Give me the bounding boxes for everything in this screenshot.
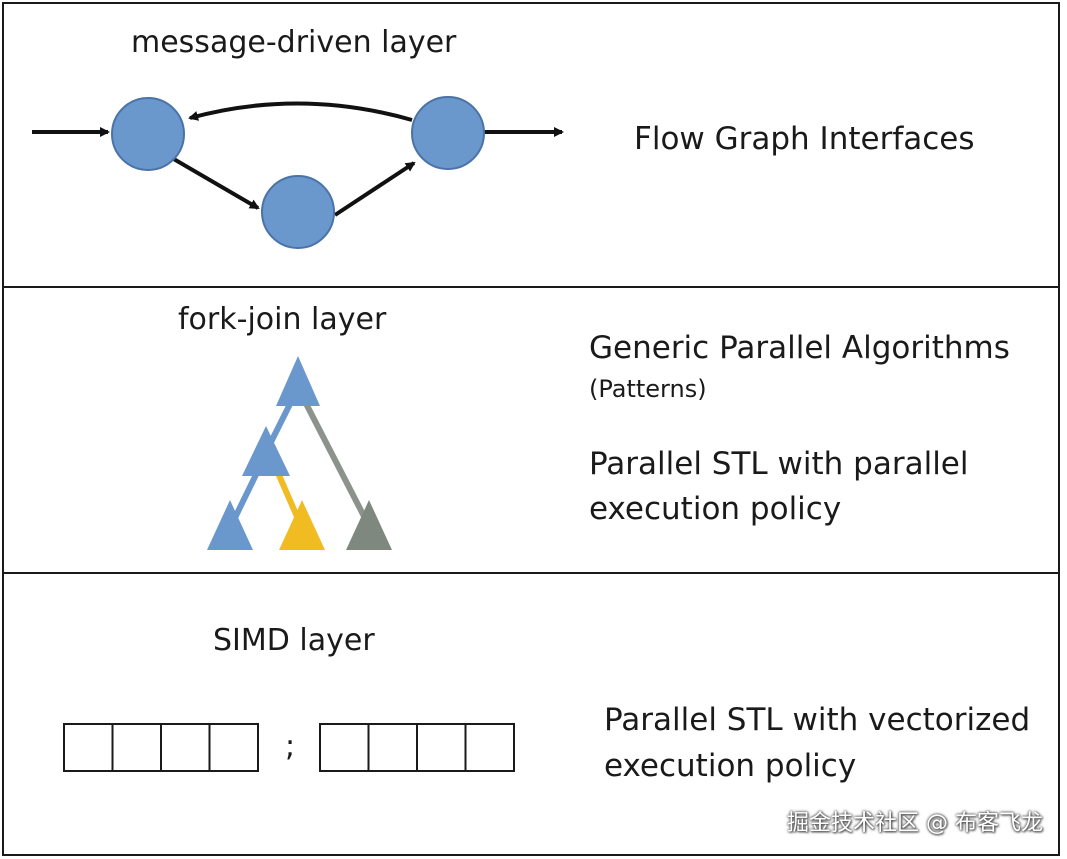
triangle-left-leaf xyxy=(207,500,253,550)
parallel-stl-parallel-label-line2: execution policy xyxy=(589,491,842,527)
watermark: 掘金技术社区 @ 布客飞龙 xyxy=(787,811,1043,836)
simd-layer-title: SIMD layer xyxy=(213,623,375,658)
flow-node-2 xyxy=(261,175,335,249)
parallel-stl-parallel-label-line1: Parallel STL with parallel xyxy=(589,446,969,482)
edge-node1-to-node2 xyxy=(170,156,260,210)
simd-separator: ; xyxy=(285,729,296,764)
fork-join-layer-title: fork-join layer xyxy=(178,302,387,337)
simd-vector-left xyxy=(63,723,259,772)
flow-graph-interfaces-label: Flow Graph Interfaces xyxy=(634,121,975,157)
simd-layer-panel xyxy=(2,572,1060,856)
flow-graph-icon xyxy=(32,96,564,249)
triangle-yellow-leaf xyxy=(279,500,325,550)
patterns-label: (Patterns) xyxy=(589,375,707,403)
flow-node-3 xyxy=(411,96,485,170)
triangle-root xyxy=(276,356,320,406)
edge-node2-to-node3 xyxy=(333,161,416,217)
parallel-stl-vectorized-label-line2: execution policy xyxy=(604,748,857,784)
simd-vector-right xyxy=(319,723,515,772)
edge-node3-to-node1 xyxy=(188,101,413,122)
message-driven-layer-title: message-driven layer xyxy=(131,25,457,60)
edge-root-to-gray xyxy=(295,386,373,530)
flow-node-1 xyxy=(111,97,185,171)
parallel-stl-vectorized-label-line1: Parallel STL with vectorized xyxy=(604,702,1031,738)
triangle-mid xyxy=(242,426,290,476)
triangle-gray-leaf xyxy=(346,500,392,550)
generic-parallel-algorithms-label: Generic Parallel Algorithms xyxy=(589,330,1010,366)
